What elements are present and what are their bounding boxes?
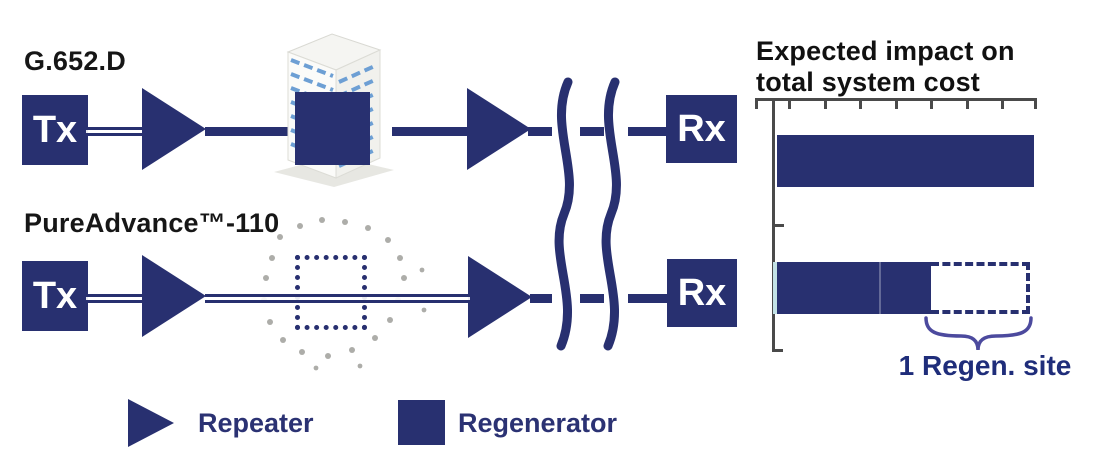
fiber-segment xyxy=(205,127,292,136)
fiber-segment xyxy=(392,127,470,136)
regenerator-icon xyxy=(295,92,370,165)
rx-label: Rx xyxy=(677,108,726,150)
bar-segment-divider xyxy=(878,262,881,314)
removed-building-dots-icon xyxy=(261,217,427,371)
tx-label: Tx xyxy=(32,275,78,317)
repeater-icon xyxy=(142,255,206,337)
chart-title: Expected impact on total system cost xyxy=(756,36,1015,98)
regenerator-legend-icon xyxy=(398,400,445,445)
regen-site-annotation: 1 Regen. site xyxy=(898,350,1072,381)
fiber-segment xyxy=(86,294,146,303)
repeater-legend-label: Repeater xyxy=(198,408,314,438)
x-axis-left-hook xyxy=(755,98,758,109)
tx-box-g652d: Tx xyxy=(22,95,88,165)
bar-pureadvance xyxy=(777,262,932,314)
repeater-icon xyxy=(467,88,531,170)
fiber-segment xyxy=(580,127,604,136)
rx-box-g652d: Rx xyxy=(666,95,737,163)
y-axis xyxy=(772,98,775,352)
row-label-pureadvance: PureAdvance™-110 xyxy=(24,208,280,238)
fiber-segment xyxy=(628,127,668,136)
x-axis xyxy=(755,98,1037,101)
tx-box-pureadvance: Tx xyxy=(22,261,88,331)
fiber-segment xyxy=(205,294,470,303)
repeater-legend-icon xyxy=(128,399,174,447)
fiber-segment xyxy=(86,127,146,136)
bar-g652d xyxy=(777,135,1034,187)
rx-label: Rx xyxy=(677,272,727,314)
x-axis-right-hook xyxy=(1034,98,1037,109)
repeater-icon xyxy=(468,256,532,338)
y-axis-bottom-hook xyxy=(772,349,783,352)
bar-left-accent xyxy=(773,262,777,314)
brace-icon xyxy=(924,316,1033,351)
regenerator-legend-label: Regenerator xyxy=(458,408,618,438)
row-label-g652d: G.652.D xyxy=(24,46,126,76)
fiber-segment xyxy=(530,294,552,303)
fiber-break-icon xyxy=(554,77,621,351)
bar-dashed-extension xyxy=(931,262,1031,314)
tx-label: Tx xyxy=(32,109,78,151)
plot-area xyxy=(773,100,1034,355)
x-axis-ticks xyxy=(788,100,1004,109)
fiber-segment xyxy=(628,294,670,303)
y-axis-mid-tick xyxy=(775,224,784,227)
fiber-segment xyxy=(528,127,552,136)
fiber-segment xyxy=(580,294,604,303)
rx-box-pureadvance: Rx xyxy=(667,259,737,327)
removed-regenerator-icon xyxy=(295,255,367,330)
repeater-icon xyxy=(142,88,206,170)
